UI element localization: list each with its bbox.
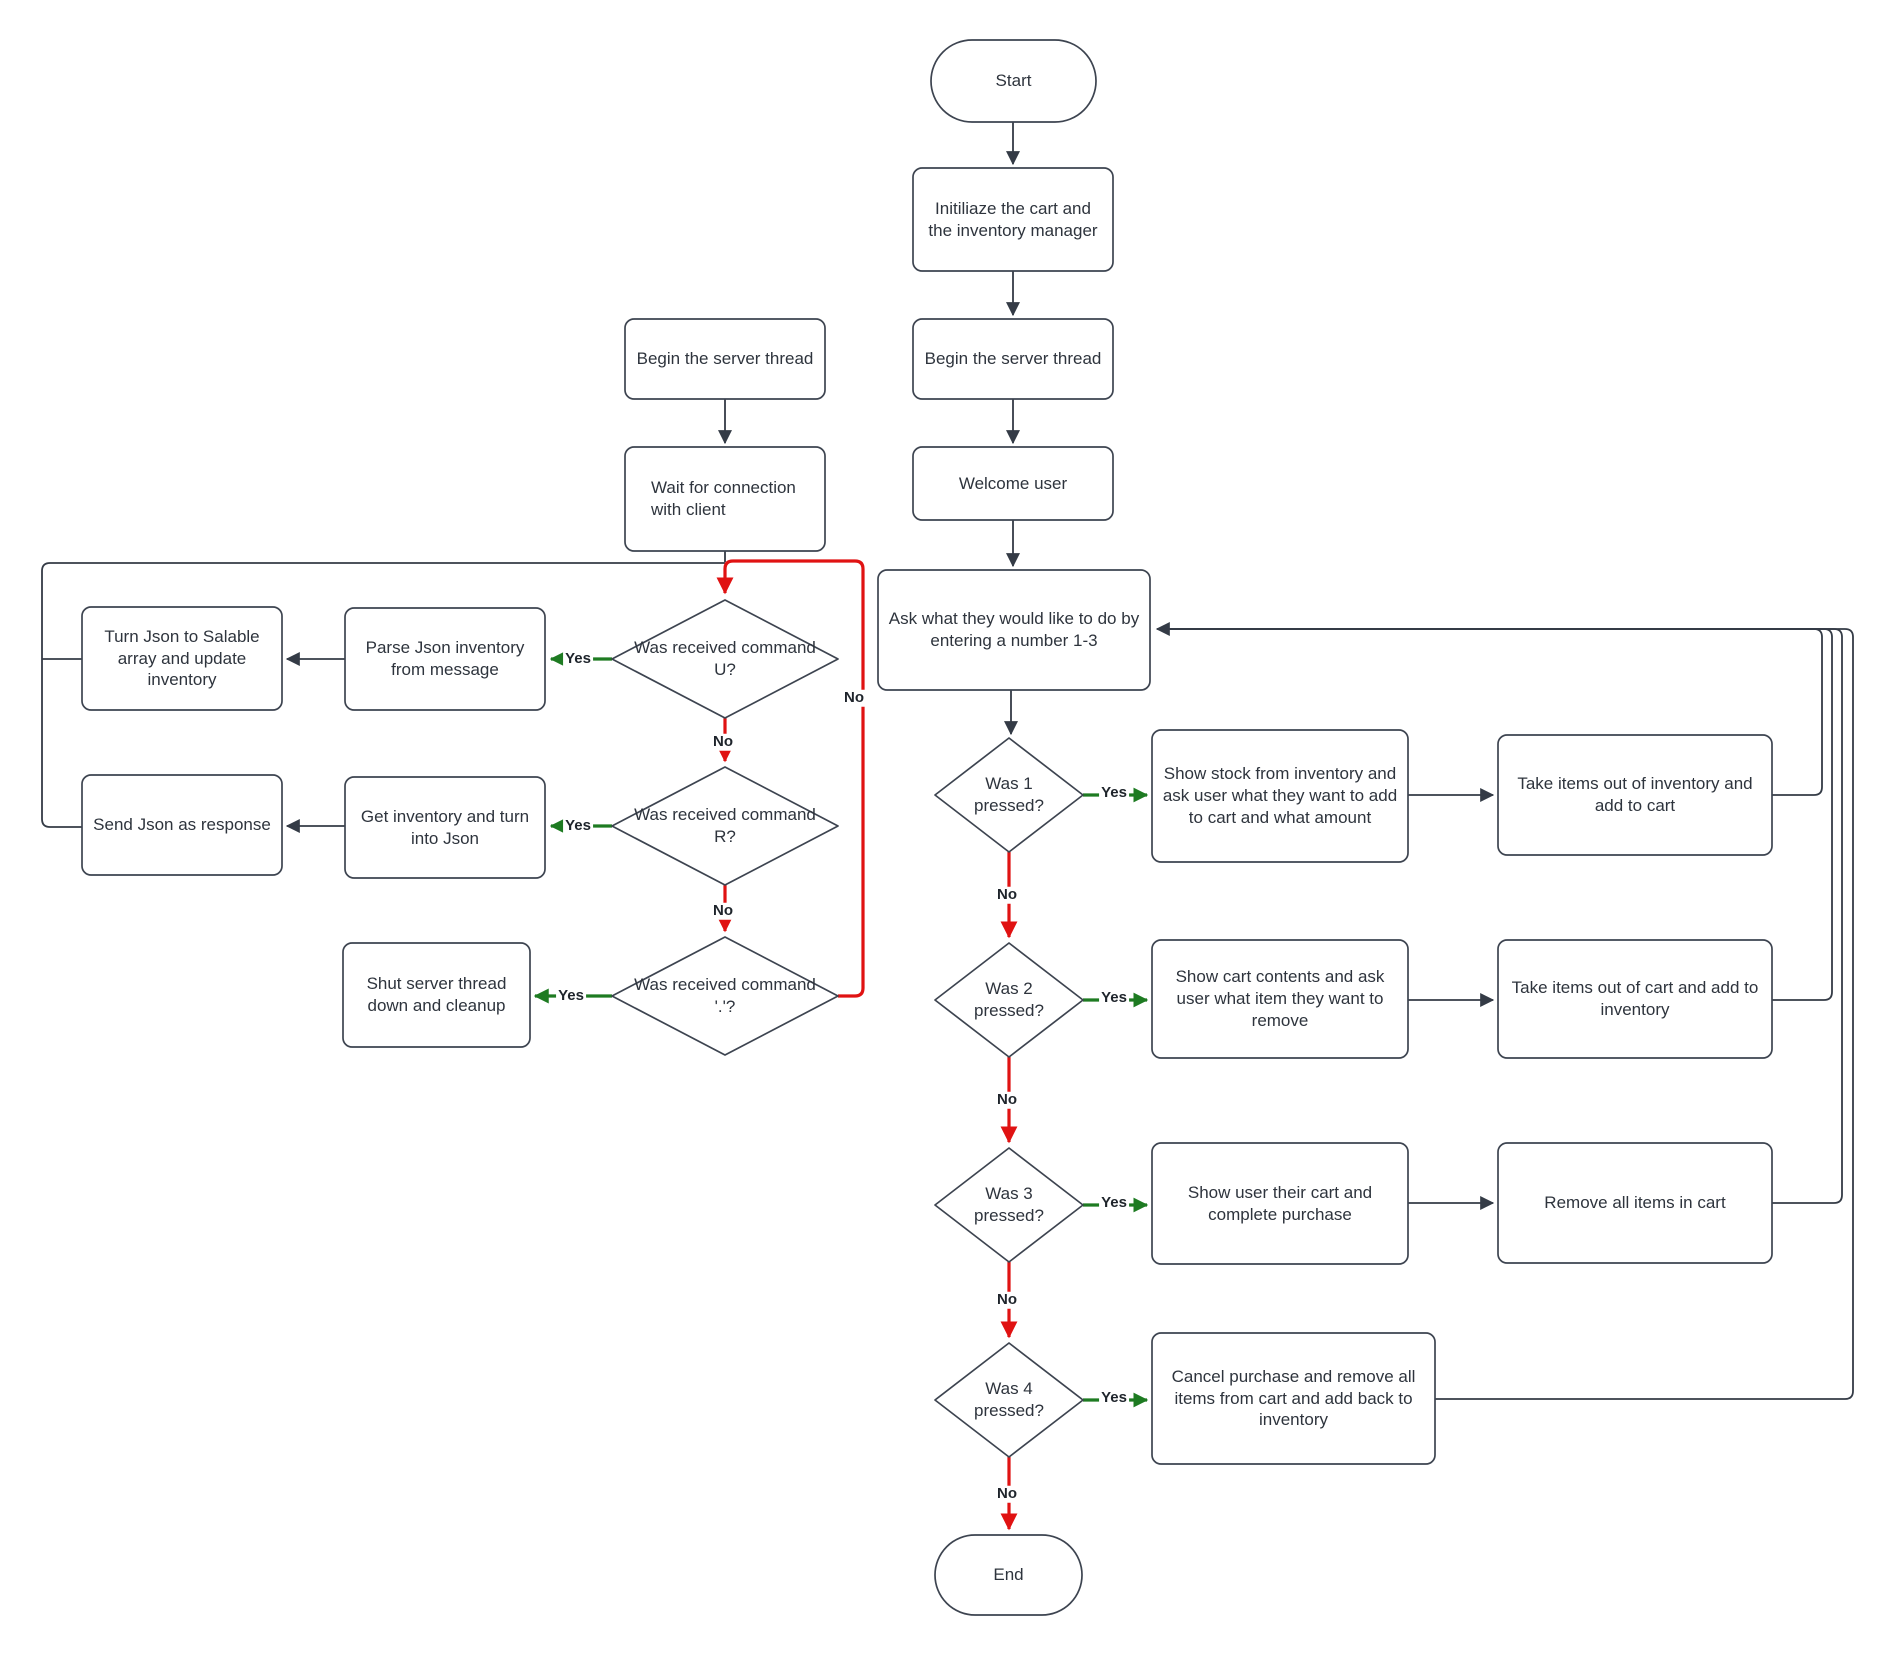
node-get-inventory <box>344 776 546 879</box>
node-remove-all-items <box>1497 1142 1773 1264</box>
node-begin-server-main <box>912 318 1114 400</box>
node-begin-server-left <box>624 318 826 400</box>
node-welcome-user <box>912 446 1114 521</box>
edge-loop-row4 <box>1165 628 1854 1400</box>
node-take-items-cart <box>1497 939 1773 1059</box>
node-send-json <box>81 774 283 876</box>
node-show-stock <box>1151 729 1409 863</box>
node-cmd-r <box>611 766 839 886</box>
edge-no-dot-loop <box>716 559 865 998</box>
edge-loop-row3 <box>1165 628 1843 1204</box>
node-show-user-cart <box>1151 1142 1409 1265</box>
node-was-1 <box>934 737 1084 853</box>
node-was-4 <box>934 1342 1084 1458</box>
edge-left-return-loop <box>41 562 725 828</box>
node-cmd-dot <box>611 936 839 1056</box>
node-start <box>930 39 1097 123</box>
node-ask-number <box>877 569 1151 691</box>
node-was-2 <box>934 942 1084 1058</box>
node-cmd-u <box>611 599 839 719</box>
node-end <box>934 1534 1083 1616</box>
node-wait-connection <box>624 446 826 552</box>
node-turn-json <box>81 606 283 711</box>
node-show-cart <box>1151 939 1409 1059</box>
node-shut-server <box>342 942 531 1048</box>
node-was-3 <box>934 1147 1084 1263</box>
node-cancel-purchase <box>1151 1332 1436 1465</box>
node-init-cart <box>912 167 1114 272</box>
node-parse-json <box>344 607 546 711</box>
node-take-items-inventory <box>1497 734 1773 856</box>
